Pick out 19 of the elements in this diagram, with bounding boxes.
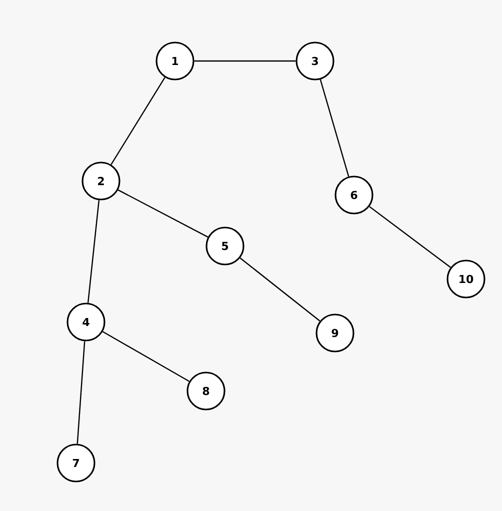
- edge-line: [118, 189, 208, 238]
- edge-line: [369, 206, 451, 268]
- tree-node: 2: [82, 162, 120, 200]
- edge-line: [87, 200, 100, 303]
- tree-node: 5: [206, 226, 244, 266]
- edge-line: [102, 331, 190, 382]
- edge-line: [320, 79, 350, 177]
- edge-line: [76, 341, 86, 444]
- tree-node: 4: [66, 302, 106, 342]
- edge-line: [110, 77, 166, 165]
- tree-node: 8: [186, 372, 226, 410]
- tree-node: 10: [446, 260, 486, 298]
- tree-node: 6: [334, 176, 374, 214]
- tree-node: 1: [156, 42, 194, 80]
- tree-node: 7: [56, 444, 96, 482]
- tree-node: 9: [316, 314, 354, 352]
- tree-node: 3: [296, 42, 334, 80]
- edge-line: [194, 60, 296, 62]
- edge-line: [240, 258, 320, 322]
